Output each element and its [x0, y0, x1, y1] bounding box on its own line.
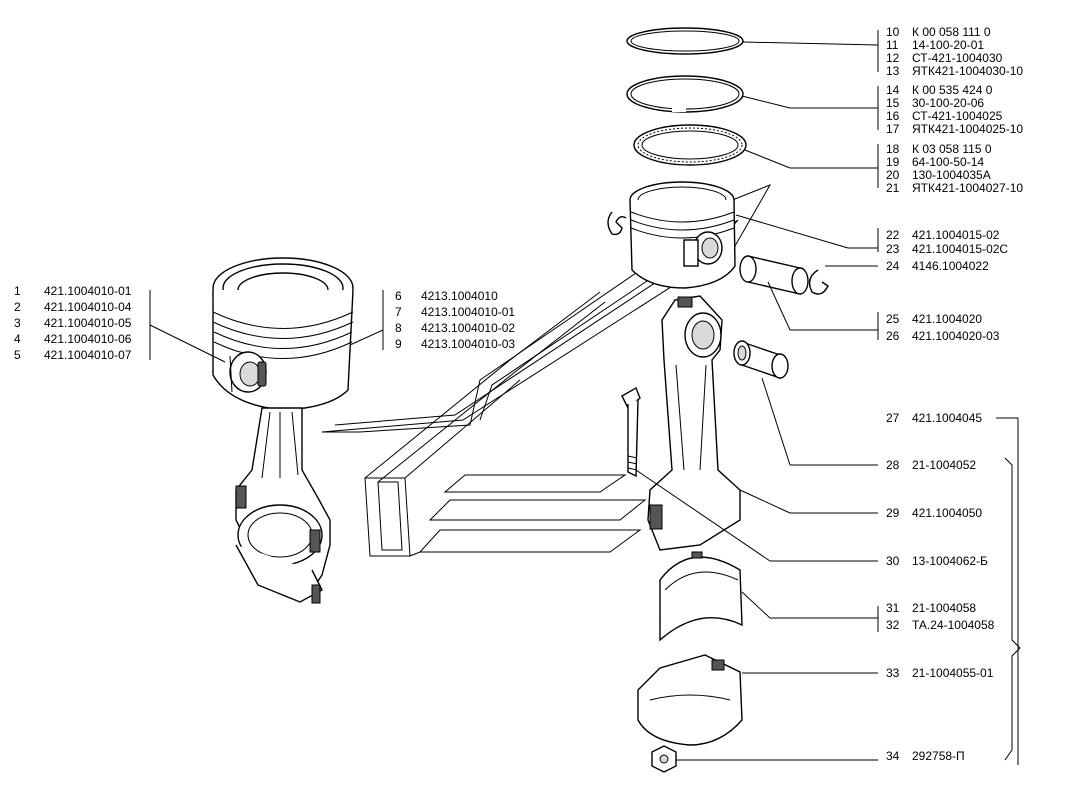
part-code: 421.1004010-01 — [44, 284, 132, 298]
part-number: 24 — [886, 259, 900, 273]
part-number: 29 — [886, 506, 900, 520]
compression-ring-2 — [626, 75, 744, 113]
part-number: 7 — [395, 305, 402, 319]
part-code: К 00 058 111 0 — [912, 25, 991, 39]
part-code: 21-1004055-01 — [912, 666, 994, 680]
part-number: 4 — [14, 332, 21, 346]
piston-pin — [739, 255, 829, 295]
part-code: 130-1004035А — [912, 168, 991, 182]
part-code: СТ-421-1004025 — [912, 109, 1003, 123]
bearing-shell-upper — [659, 551, 743, 642]
part-number: 26 — [886, 329, 900, 343]
part-code: 292758-П — [912, 749, 965, 763]
part-code: 421.1004045 — [912, 411, 982, 425]
part-number: 21 — [886, 181, 900, 195]
part-code: 4213.1004010-01 — [421, 305, 515, 319]
part-number: 25 — [886, 312, 900, 326]
piston — [607, 181, 736, 289]
connecting-rod — [647, 295, 741, 551]
part-code: 13-1004062-Б — [912, 554, 988, 568]
part-labels: 1 421.1004010-01 2 421.1004010-04 3 421.10040… — [14, 25, 1023, 763]
part-code: 421.1004020 — [912, 312, 982, 326]
part-number: 5 — [14, 348, 21, 362]
part-number: 32 — [886, 618, 900, 632]
part-number: 15 — [886, 96, 900, 110]
part-number: 22 — [886, 228, 900, 242]
part-code: ЯТК421-1004030-10 — [912, 64, 1023, 78]
part-number: 27 — [886, 411, 900, 425]
part-code: 4146.1004022 — [912, 259, 989, 273]
part-number: 28 — [886, 458, 900, 472]
part-code: 421.1004010-07 — [44, 348, 132, 362]
part-number: 13 — [886, 64, 900, 78]
part-code: 4213.1004010-03 — [421, 337, 515, 351]
part-number: 18 — [886, 142, 900, 156]
part-code: ТА.24-1004058 — [912, 618, 995, 632]
part-number: 17 — [886, 122, 900, 136]
piston-rod-assembly — [212, 257, 354, 604]
part-code: 421.1004020-03 — [912, 329, 1000, 343]
oil-ring — [633, 124, 747, 166]
part-code: К 00 535 424 0 — [912, 83, 993, 97]
part-number: 6 — [395, 289, 402, 303]
part-number: 8 — [395, 321, 402, 335]
part-code: К 03 058 115 0 — [912, 142, 992, 156]
part-code: 64-100-50-14 — [912, 155, 984, 169]
part-number: 10 — [886, 25, 900, 39]
part-number: 9 — [395, 337, 402, 351]
part-code: ЯТК421-1004027-10 — [912, 181, 1023, 195]
part-number: 11 — [886, 38, 899, 52]
part-number: 30 — [886, 554, 900, 568]
part-code: 30-100-20-06 — [912, 96, 984, 110]
part-code: 421.1004015-02 — [912, 228, 1000, 242]
part-code: 421.1004050 — [912, 506, 982, 520]
part-code: 421.1004010-06 — [44, 332, 132, 346]
rod-cap — [637, 654, 743, 746]
part-number: 12 — [886, 51, 900, 65]
part-number: 19 — [886, 155, 900, 169]
part-code: 4213.1004010-02 — [421, 321, 515, 335]
part-code: 421.1004010-05 — [44, 316, 132, 330]
part-number: 33 — [886, 666, 900, 680]
compression-ring-1 — [626, 27, 744, 55]
part-code: 21-1004052 — [912, 458, 976, 472]
leader-lines — [149, 30, 1021, 765]
part-code: 4213.1004010 — [421, 289, 498, 303]
part-number: 31 — [886, 601, 900, 615]
part-number: 1 — [14, 284, 21, 298]
part-code: 421.1004010-04 — [44, 300, 132, 314]
part-number: 23 — [886, 242, 900, 256]
part-code: 14-100-20-01 — [912, 38, 984, 52]
rod-bolt — [621, 386, 641, 478]
part-code: 421.1004015-02С — [912, 242, 1008, 256]
part-number: 34 — [886, 749, 900, 763]
part-number: 2 — [14, 300, 21, 314]
part-code: СТ-421-1004030 — [912, 51, 1003, 65]
part-number: 20 — [886, 168, 900, 182]
part-code: ЯТК421-1004025-10 — [912, 122, 1023, 136]
part-number: 3 — [14, 316, 21, 330]
part-number: 16 — [886, 109, 900, 123]
nut — [651, 745, 677, 773]
small-end-bushing — [733, 340, 789, 379]
part-number: 14 — [886, 83, 900, 97]
part-code: 21-1004058 — [912, 601, 976, 615]
